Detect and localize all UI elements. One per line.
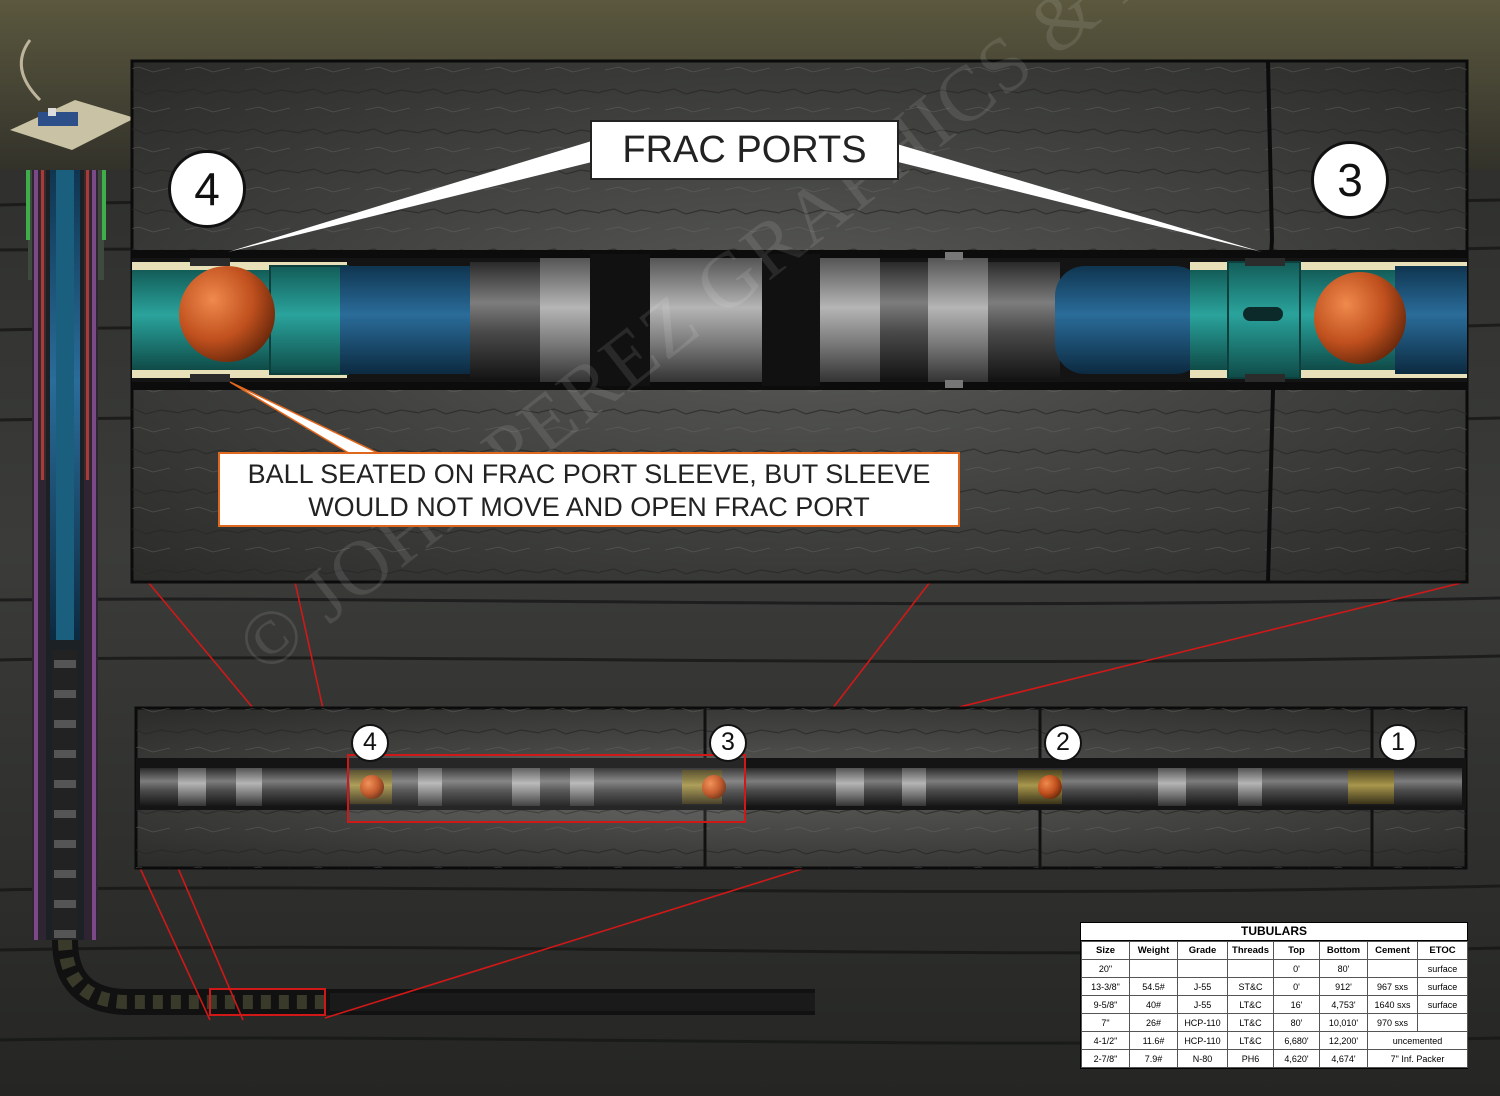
col-weight: Weight (1129, 941, 1178, 960)
frac-ball-left (179, 266, 275, 362)
cell-weight: 11.6# (1129, 1031, 1178, 1050)
cell-threads (1227, 959, 1274, 978)
frac-ports-pointer-left (228, 140, 600, 252)
overview-stage-number-4: 4 (351, 724, 389, 762)
cell-top: 0' (1273, 959, 1320, 978)
cell-size: 4-1/2" (1081, 1031, 1130, 1050)
overview-stage-number-3: 3 (709, 724, 747, 762)
cell-weight (1129, 959, 1178, 978)
cell-threads: PH6 (1227, 1049, 1274, 1068)
cell-cement (1367, 959, 1418, 978)
cell-size: 20" (1081, 959, 1130, 978)
col-etoc: ETOC (1417, 941, 1468, 960)
ball-seated-callout-line1: BALL SEATED ON FRAC PORT SLEEVE, BUT SLE… (247, 459, 931, 489)
cell-weight: 26# (1129, 1013, 1178, 1032)
cell-top: 80' (1273, 1013, 1320, 1032)
cell-cement: 970 sxs (1367, 1013, 1418, 1032)
col-threads: Threads (1227, 941, 1274, 960)
col-grade: Grade (1177, 941, 1228, 960)
left-frac-sleeve (132, 258, 349, 382)
cell-etoc: surface (1417, 959, 1468, 978)
cell-grade: J-55 (1177, 995, 1228, 1014)
col-cement: Cement (1367, 941, 1418, 960)
cell-threads: LT&C (1227, 1013, 1274, 1032)
ball-seated-callout: BALL SEATED ON FRAC PORT SLEEVE, BUT SLE… (218, 452, 960, 527)
frac-ports-label: FRAC PORTS (590, 120, 899, 180)
cell-top: 0' (1273, 977, 1320, 996)
cell-top: 4,620' (1273, 1049, 1320, 1068)
horizontal-lateral (52, 939, 815, 1016)
lateral-zoom-box (209, 988, 326, 1016)
cell-cement: 967 sxs (1367, 977, 1418, 996)
tool-string (470, 252, 1060, 388)
overview-stage-number-1: 1 (1379, 724, 1417, 762)
cell-threads: LT&C (1227, 995, 1274, 1014)
overview-zoom-box (347, 754, 746, 823)
table-row: 2-7/8" 7.9# N-80 PH6 4,620' 4,674' 7" In… (1081, 1049, 1468, 1068)
cell-bottom: 80' (1319, 959, 1368, 978)
cell-grade: J-55 (1177, 977, 1228, 996)
cell-etoc (1417, 1013, 1468, 1032)
cell-etoc: surface (1417, 977, 1468, 996)
tubulars-header-row: Size Weight Grade Threads Top Bottom Cem… (1081, 941, 1468, 960)
cell-weight: 40# (1129, 995, 1178, 1014)
table-row: 9-5/8" 40# J-55 LT&C 16' 4,753' 1640 sxs… (1081, 995, 1468, 1014)
frac-ball-right (1314, 272, 1406, 364)
cell-etoc: surface (1417, 995, 1468, 1014)
cell-bottom: 912' (1319, 977, 1368, 996)
detail-stage-number-left: 4 (168, 150, 246, 228)
cell-grade: HCP-110 (1177, 1031, 1228, 1050)
vertical-wellbore (26, 170, 106, 950)
cell-top: 16' (1273, 995, 1320, 1014)
tubulars-title: TUBULARS (1081, 923, 1467, 941)
cell-threads: LT&C (1227, 1031, 1274, 1050)
table-row: 7" 26# HCP-110 LT&C 80' 10,010' 970 sxs (1081, 1013, 1468, 1032)
cell-cement-etoc: 7" Inf. Packer (1367, 1049, 1468, 1068)
wellhead-pad (10, 39, 135, 150)
cell-top: 6,680' (1273, 1031, 1320, 1050)
cell-threads: ST&C (1227, 977, 1274, 996)
cell-bottom: 12,200' (1319, 1031, 1368, 1050)
cell-cement: 1640 sxs (1367, 995, 1418, 1014)
cell-cement-etoc: uncemented (1367, 1031, 1468, 1050)
overview-collars (178, 768, 1262, 806)
cell-weight: 7.9# (1129, 1049, 1178, 1068)
cell-grade: HCP-110 (1177, 1013, 1228, 1032)
cell-bottom: 4,674' (1319, 1049, 1368, 1068)
cell-bottom: 4,753' (1319, 995, 1368, 1014)
tubulars-table: TUBULARS Size Weight Grade Threads Top B… (1080, 922, 1468, 1069)
overview-balls (360, 775, 1062, 799)
table-row: 4-1/2" 11.6# HCP-110 LT&C 6,680' 12,200'… (1081, 1031, 1468, 1050)
frac-ports-pointer-right (890, 142, 1262, 252)
cell-grade (1177, 959, 1228, 978)
right-frac-sleeve (1190, 258, 1467, 382)
zoom-lines-lower (139, 867, 806, 1021)
cell-weight: 54.5# (1129, 977, 1178, 996)
cell-size: 9-5/8" (1081, 995, 1130, 1014)
cell-grade: N-80 (1177, 1049, 1228, 1068)
col-bottom: Bottom (1319, 941, 1368, 960)
col-top: Top (1273, 941, 1320, 960)
col-size: Size (1081, 941, 1130, 960)
table-row: 20" 0' 80' surface (1081, 959, 1468, 978)
table-row: 13-3/8" 54.5# J-55 ST&C 0' 912' 967 sxs … (1081, 977, 1468, 996)
cell-bottom: 10,010' (1319, 1013, 1368, 1032)
ball-seated-callout-line2: WOULD NOT MOVE AND OPEN FRAC PORT (308, 492, 870, 522)
cell-size: 2-7/8" (1081, 1049, 1130, 1068)
cell-size: 13-3/8" (1081, 977, 1130, 996)
overview-panel (134, 706, 1468, 870)
overview-stage-number-2: 2 (1044, 724, 1082, 762)
frac-port-slot (1243, 307, 1283, 321)
cell-size: 7" (1081, 1013, 1130, 1032)
vertical-packers (52, 650, 78, 950)
detail-stage-number-right: 3 (1311, 141, 1389, 219)
